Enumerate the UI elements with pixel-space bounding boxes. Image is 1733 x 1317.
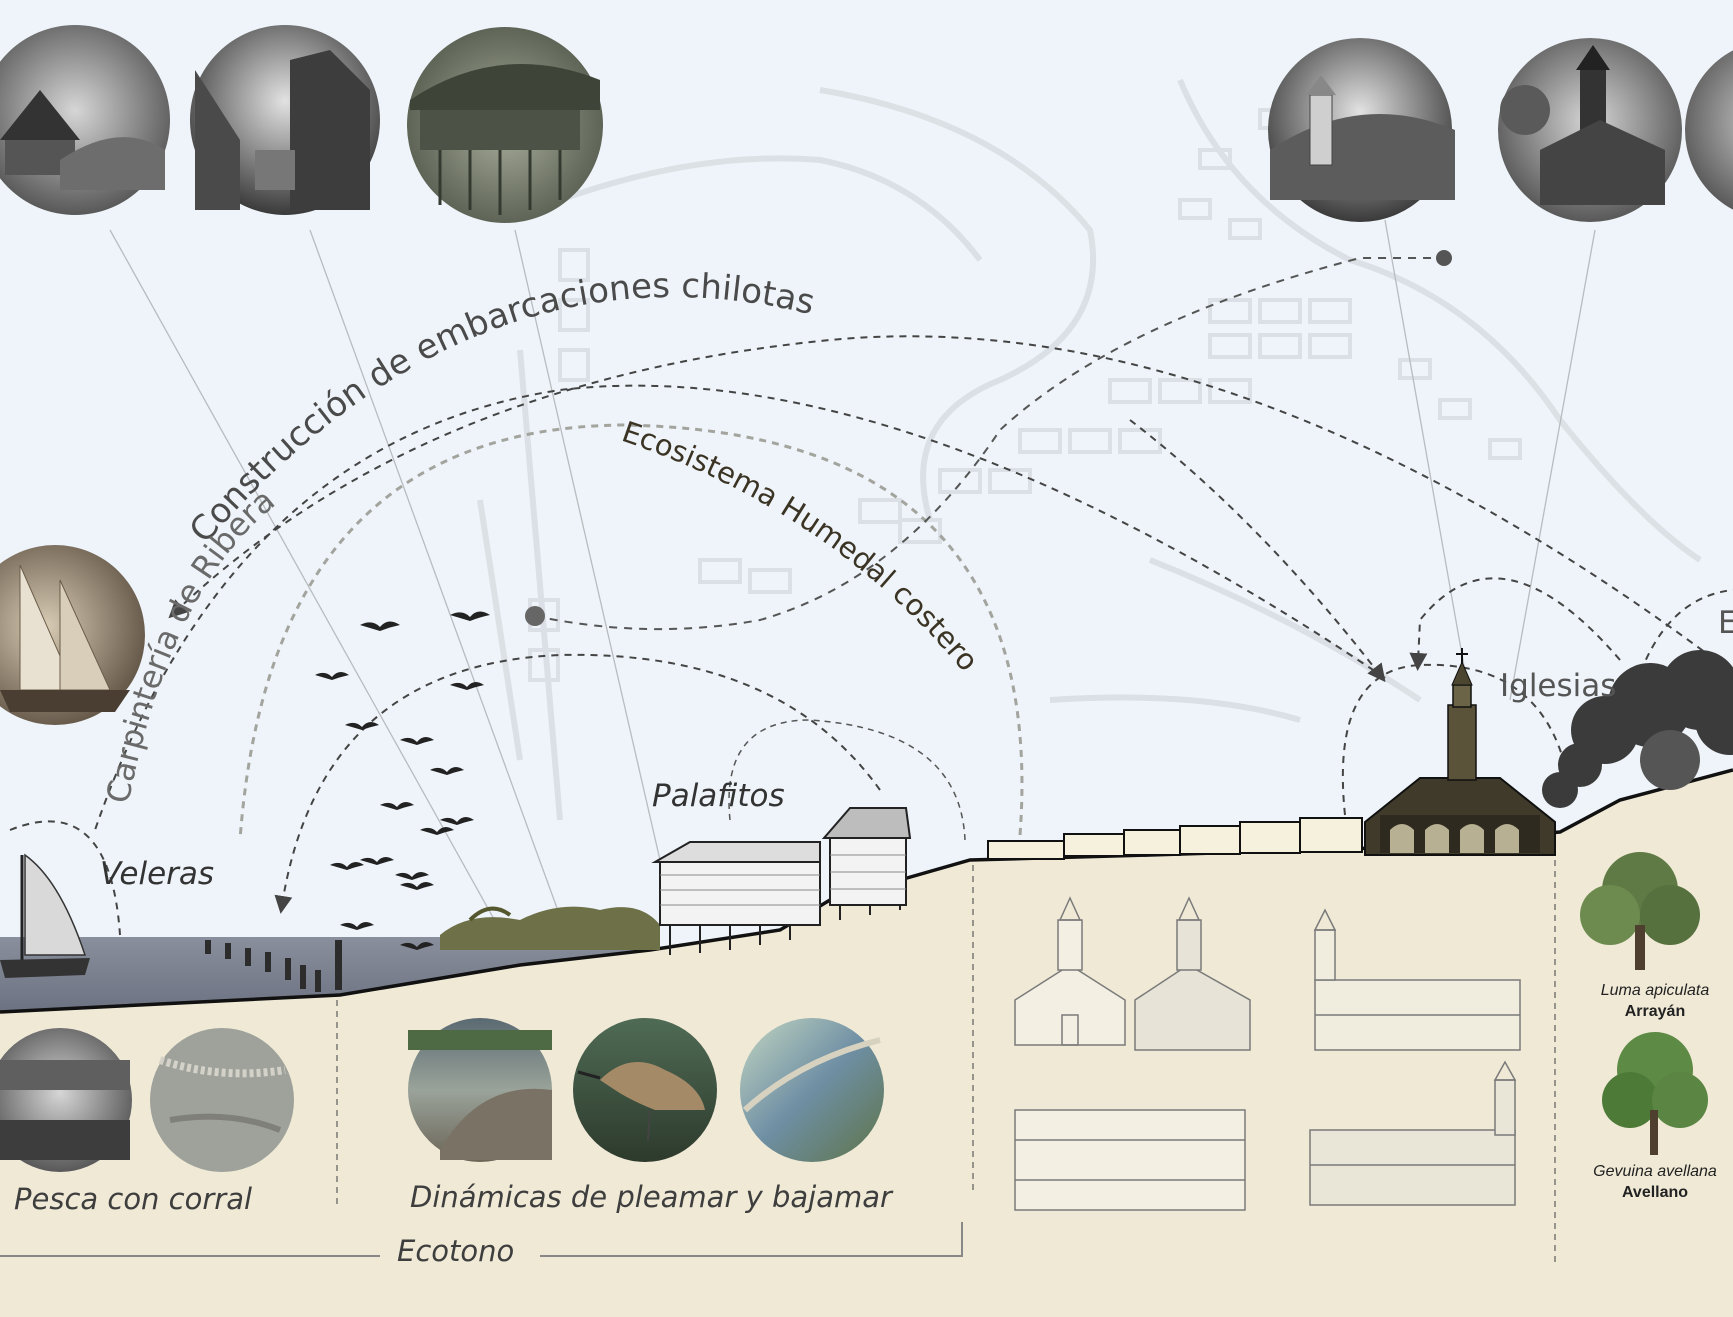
arc-right-edge [1619, 589, 1733, 761]
ecosistema-arc-label: Ecosistema Humedal costero [618, 414, 985, 677]
flying-birds [315, 611, 490, 950]
forest-canopy [1542, 650, 1733, 808]
photo-lighthouse-hills [1268, 38, 1455, 222]
historic-photos-top [0, 25, 1733, 223]
tree-scientific-name: Luma apiculata [1600, 982, 1710, 999]
photo-sailboats [0, 545, 145, 725]
photos-bottom [0, 1018, 884, 1172]
background-map [477, 78, 1702, 821]
photo-fishing-corral-bw [0, 1028, 132, 1172]
tree-avellano [1602, 1032, 1708, 1155]
church-illustration [1364, 648, 1556, 856]
tree-caption-avellano: Gevuina avellana Avellano [1555, 1161, 1733, 1203]
wetland-vegetation [440, 906, 660, 950]
dinamicas-label: Dinámicas de pleamar y bajamar [410, 1180, 892, 1214]
photo-old-church [1498, 38, 1682, 222]
church-elevations [1014, 896, 1521, 1211]
tree-common-name: Avellano [1621, 1184, 1689, 1201]
elevation-side-2 [1309, 1060, 1517, 1206]
section-separators [336, 860, 1556, 1265]
ecotono-bracket [0, 1222, 963, 1257]
arc-palafitos [728, 719, 966, 841]
arc-iglesias-in [1409, 577, 1621, 671]
map-link-dot-left [525, 606, 545, 626]
elevation-front-1 [1014, 896, 1126, 1046]
map-link-dot-line [534, 257, 1440, 631]
sea-water [0, 937, 650, 1012]
photo-shorebird [573, 1018, 717, 1162]
photo-stone-corral [150, 1028, 294, 1172]
palafitos-label: Palafitos [652, 778, 785, 814]
cut-off-label: E [1718, 605, 1733, 641]
tree-arrayan [1580, 852, 1700, 970]
photo-partial-right [1685, 50, 1733, 210]
plan-view [1014, 1109, 1246, 1211]
pesca-label: Pesca con corral [14, 1182, 253, 1216]
ecotono-label: Ecotono [397, 1234, 515, 1268]
palafito-houses [651, 807, 912, 955]
veleras-label: Veleras [100, 856, 215, 892]
arcs [9, 257, 1733, 936]
elevation-side-1 [1313, 908, 1521, 1051]
iglesias-label: Iglesias [1500, 668, 1617, 704]
tree-caption-arrayan: Luma apiculata Arrayán [1555, 980, 1733, 1022]
elevation-front-2 [1134, 896, 1251, 1051]
tree-scientific-name: Gevuina avellana [1593, 1163, 1717, 1180]
arc-construccion [168, 335, 1733, 675]
photo-thatched-houses [0, 25, 170, 215]
photo-beach-rocks [408, 1018, 552, 1162]
photo-palafitos-old [407, 27, 603, 223]
fishing-corral-stakes [205, 940, 342, 992]
arc-tidal [274, 653, 881, 914]
tree-common-name: Arrayán [1624, 1003, 1686, 1020]
arc-iglesias [1341, 663, 1571, 816]
pointer-lines [109, 219, 1596, 931]
arc-carpinteria-return [1129, 419, 1386, 683]
photo-street-houses [190, 25, 380, 215]
arc-ecosistema [238, 423, 1024, 841]
arc-veleras [9, 820, 121, 936]
sailboat [0, 853, 90, 978]
photo-aerial-coast [740, 1018, 884, 1162]
terrace-steps [987, 817, 1363, 860]
map-link-dot-right [1436, 250, 1452, 266]
